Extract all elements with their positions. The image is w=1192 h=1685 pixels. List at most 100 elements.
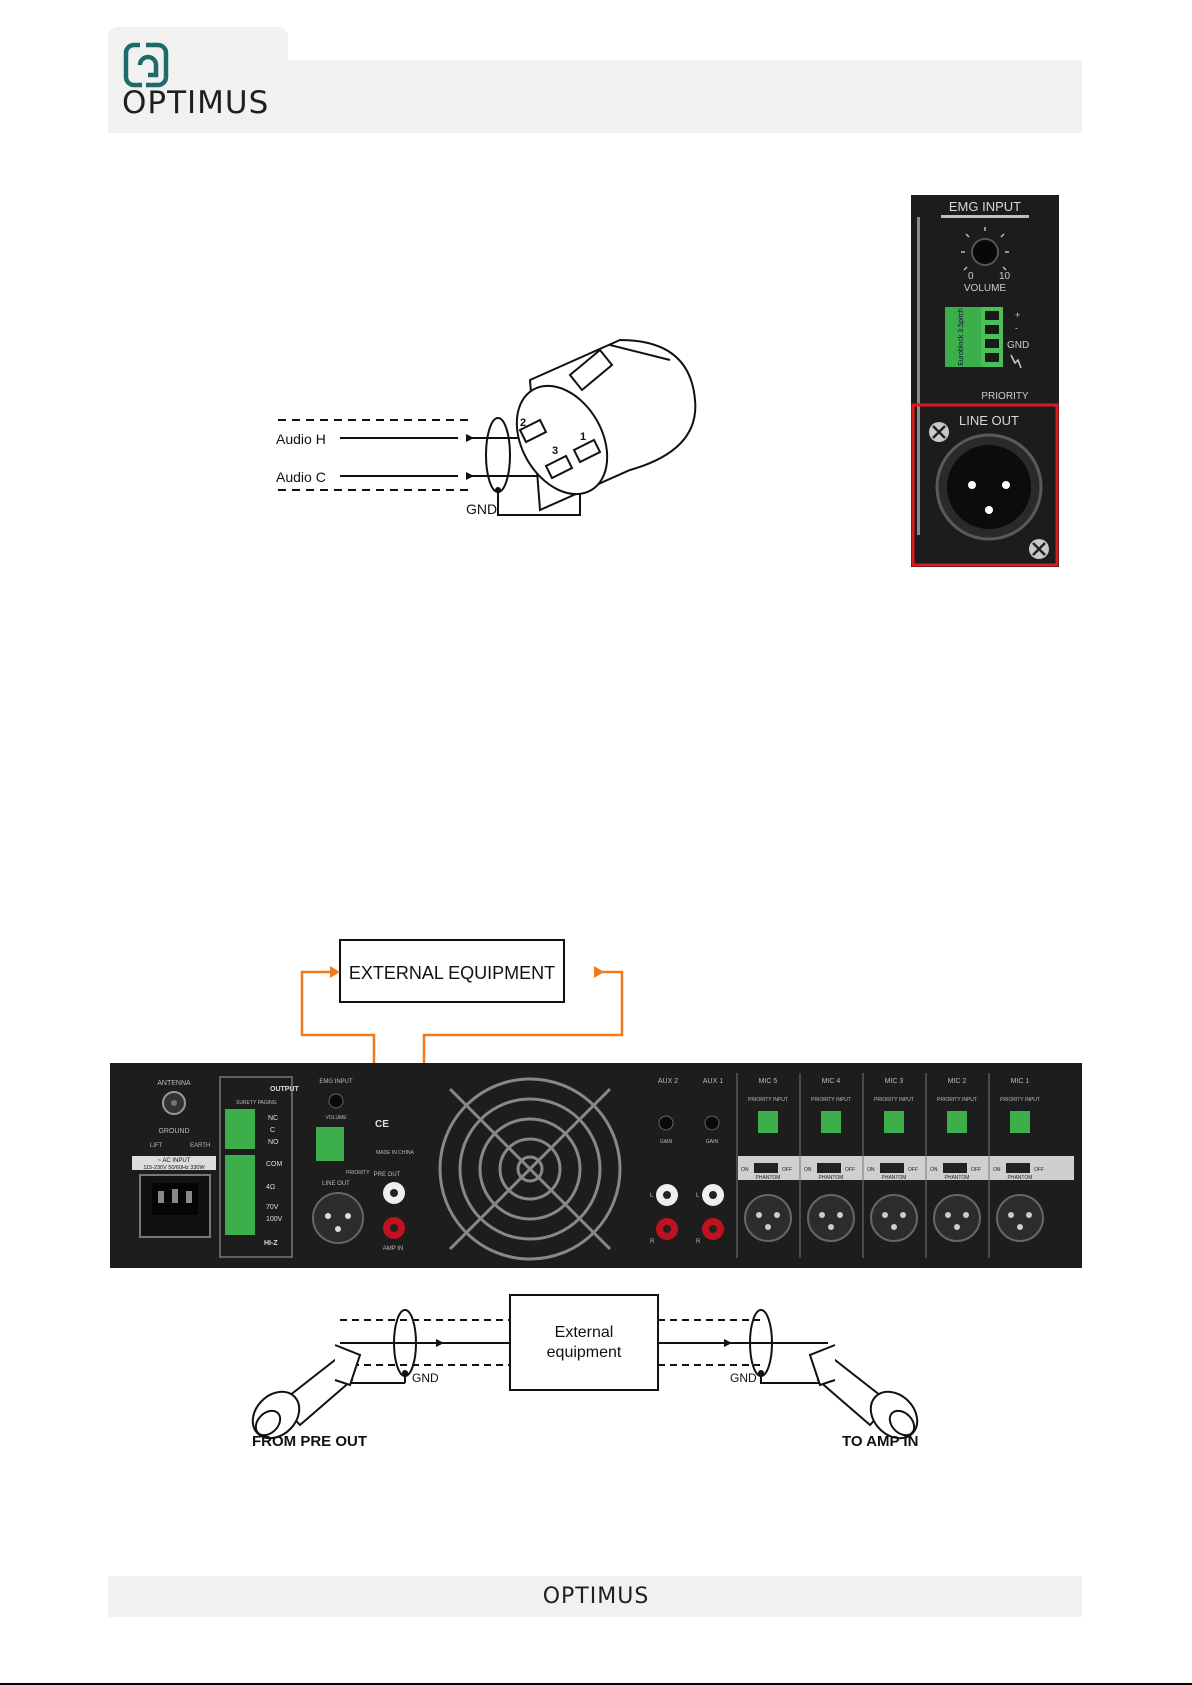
phantom-switch[interactable] — [754, 1163, 778, 1173]
mic-on-label: ON — [741, 1167, 749, 1173]
panel-priority-label: PRIORITY — [981, 391, 1029, 402]
panel-knob-max: 10 — [999, 271, 1011, 282]
rca-gnd-right: GND — [730, 1371, 757, 1385]
mic-xlr-input[interactable] — [870, 1194, 918, 1242]
rp-output: OUTPUT — [270, 1086, 300, 1093]
mic-phantom-label: PHANTOM — [819, 1175, 844, 1181]
rp-100v: 100V — [266, 1216, 283, 1223]
mic-off-label: OFF — [845, 1167, 855, 1173]
fan-grille-icon — [438, 1077, 622, 1261]
mic-priority-terminal[interactable] — [1010, 1111, 1030, 1133]
rca-loop-diagram: External equipment GND GND FROM PRE OUT … — [251, 1294, 918, 1450]
label-gnd: GND — [466, 501, 497, 517]
xlr-pin — [819, 1212, 825, 1218]
rp-com: COM — [266, 1161, 283, 1168]
xlr-pin — [900, 1212, 906, 1218]
rp-aux1: AUX 1 — [703, 1078, 723, 1085]
rp-ce: CE — [375, 1119, 389, 1130]
optimus-logo-icon — [123, 42, 169, 88]
rp-4ohm: 4Ω — [266, 1184, 275, 1191]
loop-diagram: EXTERNAL EQUIPMENT — [300, 939, 624, 1238]
xlr-pin — [891, 1224, 897, 1230]
panel-terminal-plus: + — [1015, 310, 1020, 320]
mic-off-label: OFF — [1034, 1167, 1044, 1173]
rp-70v: 70V — [266, 1204, 279, 1211]
mic-phantom-label: PHANTOM — [945, 1175, 970, 1181]
mic-channel-label: MIC 2 — [948, 1078, 967, 1085]
rca-to-label: TO AMP IN — [842, 1433, 918, 1450]
phantom-switch[interactable] — [1006, 1163, 1030, 1173]
rp-hiz: HI-Z — [264, 1240, 278, 1247]
label-audio-c: Audio C — [276, 469, 326, 485]
pin-3-label: 3 — [552, 445, 558, 457]
xlr-wiring-diagram: Audio H Audio C GND 2 3 1 — [276, 338, 697, 517]
rp-ground: GROUND — [158, 1128, 189, 1135]
line-out-highlight — [911, 403, 1059, 567]
mic-channel-label: MIC 1 — [1011, 1078, 1030, 1085]
phantom-switch[interactable] — [817, 1163, 841, 1173]
mic-phantom-label: PHANTOM — [882, 1175, 907, 1181]
header-bar — [108, 60, 1082, 133]
rp-pre-out: PRE OUT — [374, 1172, 401, 1178]
rp-l-aux1: L — [696, 1193, 700, 1199]
mic-on-label: ON — [804, 1167, 812, 1173]
mic-channel-label: MIC 4 — [822, 1078, 841, 1085]
pin-2-label: 2 — [520, 417, 526, 429]
mic-priority-terminal[interactable] — [821, 1111, 841, 1133]
rp-nc: NC — [268, 1115, 278, 1122]
mic-on-label: ON — [993, 1167, 1001, 1173]
header-brand: OPTIMUS — [122, 85, 270, 121]
xlr-pin — [954, 1224, 960, 1230]
rca-gnd-left: GND — [412, 1371, 439, 1385]
mic-priority-input-label: PRIORITY INPUT — [811, 1097, 851, 1103]
mic-priority-terminal[interactable] — [758, 1111, 778, 1133]
mic-priority-terminal[interactable] — [884, 1111, 904, 1133]
rp-ac-input: ~ AC INPUT — [158, 1158, 191, 1164]
rp-c: C — [270, 1127, 275, 1134]
rp-ac-spec: 115-230V 50/60Hz 330W — [143, 1165, 205, 1171]
panel-detail-photo: EMG INPUT 0 10 VOLUME Euroblock 3.5pitch… — [911, 195, 1059, 567]
footer-bar — [108, 1576, 1082, 1617]
rp-volume: VOLUME — [325, 1115, 347, 1121]
mic-priority-terminal[interactable] — [947, 1111, 967, 1133]
xlr-pin — [963, 1212, 969, 1218]
rp-earth: EARTH — [190, 1143, 210, 1149]
xlr-pin — [774, 1212, 780, 1218]
rp-priority: PRIORITY — [346, 1170, 370, 1176]
phantom-switch[interactable] — [880, 1163, 904, 1173]
xlr-pin — [945, 1212, 951, 1218]
mic-off-label: OFF — [782, 1167, 792, 1173]
panel-terminal-label: Euroblock 3.5pitch — [958, 308, 965, 366]
mic-xlr-input[interactable] — [744, 1194, 792, 1242]
panel-terminal-gnd: GND — [1007, 340, 1029, 351]
rp-emg-input: EMG INPUT — [319, 1079, 353, 1085]
mic-phantom-label: PHANTOM — [756, 1175, 781, 1181]
xlr-pin — [882, 1212, 888, 1218]
xlr-pin — [756, 1212, 762, 1218]
external-equipment-label: EXTERNAL EQUIPMENT — [349, 963, 555, 983]
rp-lift: LIFT — [150, 1143, 163, 1149]
mic-phantom-label: PHANTOM — [1008, 1175, 1033, 1181]
phantom-switch[interactable] — [943, 1163, 967, 1173]
mic-channel-label: MIC 5 — [759, 1078, 778, 1085]
rp-amp-in: AMP IN — [383, 1246, 404, 1252]
rp-line-out-xlr[interactable] — [312, 1192, 364, 1244]
mic-xlr-input[interactable] — [996, 1194, 1044, 1242]
rca-from-label: FROM PRE OUT — [252, 1433, 367, 1450]
mic-priority-input-label: PRIORITY INPUT — [748, 1097, 788, 1103]
panel-knob-min: 0 — [968, 271, 974, 282]
xlr-pin — [765, 1224, 771, 1230]
xlr-pin — [1026, 1212, 1032, 1218]
external-equipment-box — [339, 939, 565, 1003]
mic-xlr-input[interactable] — [807, 1194, 855, 1242]
rp-l-aux2: L — [650, 1193, 654, 1199]
mic-off-label: OFF — [971, 1167, 981, 1173]
pin-1-label: 1 — [580, 431, 586, 443]
rca-external-line1: External — [555, 1324, 614, 1341]
mic-priority-input-label: PRIORITY INPUT — [874, 1097, 914, 1103]
page-bottom-rule — [0, 1683, 1192, 1685]
panel-emg-title: EMG INPUT — [949, 199, 1021, 214]
rp-r-aux2: R — [650, 1239, 655, 1245]
rp-aux2: AUX 2 — [658, 1078, 678, 1085]
mic-xlr-input[interactable] — [933, 1194, 981, 1242]
